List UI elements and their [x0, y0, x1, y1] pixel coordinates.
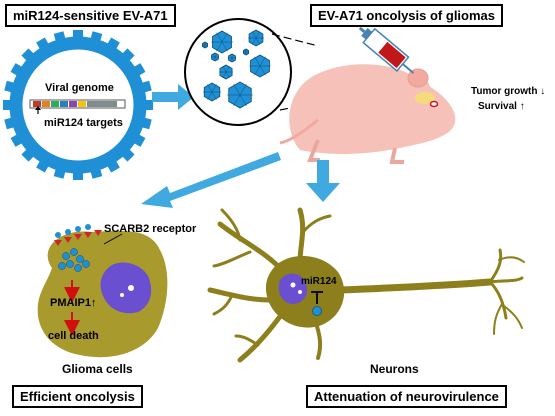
genome-segment	[42, 101, 50, 107]
internal-virion	[74, 264, 82, 272]
bound-virion	[65, 229, 71, 235]
capsid-tooth	[3, 100, 13, 110]
survival-label: Survival ↑	[478, 101, 525, 112]
neurons-label: Neurons	[370, 362, 419, 376]
genome-segment	[33, 101, 41, 107]
mouse-leg	[389, 147, 404, 164]
bound-virion	[55, 232, 61, 238]
scarb2-receptor	[54, 240, 62, 246]
virion-facets	[211, 53, 219, 61]
axon-terminal	[488, 280, 508, 320]
tumor-growth-label: Tumor growth ↓	[471, 86, 546, 97]
mir124-targets-label: miR124 targets	[44, 117, 123, 129]
scarb2-receptor-label: SCARB2 receptor	[104, 223, 197, 235]
arrow-virus-to-oncolysis	[152, 84, 194, 110]
nucleolus	[120, 293, 124, 297]
neuron-virion	[312, 306, 322, 316]
bound-virion	[75, 226, 81, 232]
neuron	[207, 207, 525, 363]
cell-death-label: cell death	[48, 330, 99, 342]
neuron-nucleus	[278, 273, 308, 304]
dendrite	[207, 287, 273, 303]
zoom-line	[271, 33, 319, 47]
dendrite	[212, 293, 234, 316]
virion-facets	[248, 31, 264, 45]
virion-facets	[203, 84, 221, 100]
axon-terminal	[488, 248, 503, 284]
nucleolus	[290, 282, 296, 288]
virion-facets	[227, 83, 253, 107]
dendrite	[301, 214, 332, 234]
axon-terminal	[493, 303, 503, 335]
scarb2-receptor	[84, 232, 92, 238]
virion-facets	[219, 65, 233, 79]
tumor-site	[415, 92, 435, 104]
virion-facets	[211, 32, 233, 52]
receptor-group	[54, 224, 102, 246]
dendrite	[212, 250, 252, 268]
arrow-to-glioma	[141, 152, 281, 208]
panel-title-virus: miR124-sensitive EV-A71	[5, 4, 176, 27]
bound-virion	[85, 224, 91, 230]
virion-facets	[243, 49, 249, 55]
axon-terminal	[488, 276, 524, 284]
target-pointer-head	[35, 106, 41, 110]
genome-segment	[78, 101, 86, 107]
mouse-body	[289, 64, 456, 154]
genome-segment	[87, 101, 117, 107]
nucleolus	[298, 290, 302, 294]
mouse-eye	[429, 100, 439, 108]
internal-virion	[58, 262, 66, 270]
internal-virion	[76, 255, 84, 263]
dendrite	[237, 307, 288, 363]
receptor-pointer	[103, 233, 123, 245]
capsid-tooth	[143, 100, 153, 110]
arrow-to-neurons	[306, 160, 340, 202]
viral-genome-label: Viral genome	[45, 82, 114, 94]
virion-facets	[202, 42, 208, 48]
virions-cluster	[201, 29, 271, 109]
mouse-tail	[279, 118, 319, 145]
syringe-icon	[358, 26, 415, 74]
mouse-leg	[307, 139, 320, 162]
internal-virion	[62, 252, 70, 260]
glioma-virions	[58, 248, 90, 272]
genome-segment	[69, 101, 77, 107]
glioma-cells-label: Glioma cells	[62, 362, 133, 376]
glioma-cell	[37, 224, 168, 358]
scarb2-receptor	[74, 234, 82, 240]
virus-particle	[3, 30, 153, 180]
genome-segment	[60, 101, 68, 107]
panel-title-oncolysis: EV-A71 oncolysis of gliomas	[310, 4, 503, 27]
genome-bar	[29, 99, 126, 109]
axon	[336, 278, 494, 294]
dendrite	[217, 221, 283, 271]
dendrite	[234, 334, 260, 347]
axon-terminal	[503, 305, 523, 329]
scarb2-receptor	[64, 237, 72, 243]
dendrite	[220, 208, 242, 242]
panel-title-efficient: Efficient oncolysis	[12, 385, 143, 408]
virion-facets	[228, 54, 236, 62]
scarb2-receptor	[94, 230, 102, 236]
internal-virion	[70, 248, 78, 256]
internal-virion	[82, 260, 90, 268]
nucleolus	[128, 285, 134, 291]
magnified-view	[184, 18, 331, 126]
mir124-label: miR124	[301, 276, 337, 287]
axon-terminal	[498, 256, 525, 263]
internal-virion	[66, 260, 74, 268]
dendrite	[297, 207, 306, 265]
virion-facets	[249, 56, 271, 76]
mouse	[279, 64, 456, 164]
glioma-nucleus	[100, 262, 152, 314]
panel-title-attenuation: Attenuation of neurovirulence	[306, 385, 507, 408]
genome-segment	[51, 101, 59, 107]
pmaip1-label: PMAIP1↑	[50, 297, 97, 309]
